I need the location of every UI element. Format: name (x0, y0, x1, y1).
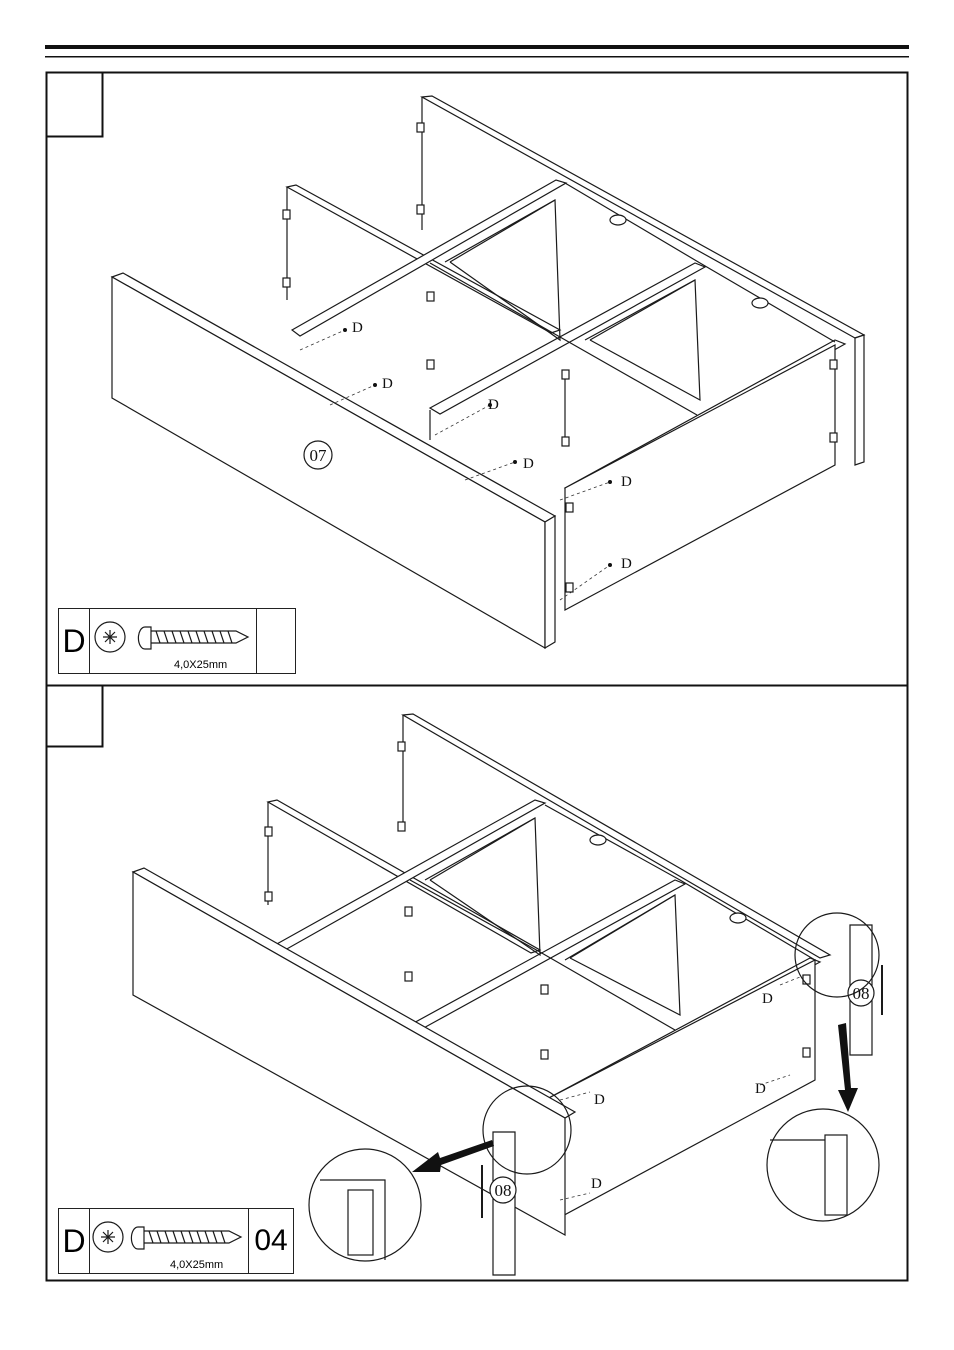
hardware-letter: D (59, 1209, 90, 1273)
svg-text:D: D (488, 397, 499, 413)
svg-text:D: D (621, 474, 632, 490)
hardware-letter: D (59, 609, 90, 673)
screw-callouts-step-1: D D D D D D (352, 320, 632, 572)
screw-callouts-step-2: D D D D (591, 991, 773, 1192)
svg-text:D: D (755, 1081, 766, 1097)
step-2-drawing (131, 713, 883, 1276)
svg-text:D: D (352, 320, 363, 336)
svg-text:D: D (621, 556, 632, 572)
step-2-panel (45, 684, 909, 1282)
step-1-drawing (110, 95, 866, 650)
hardware-quantity (257, 609, 295, 673)
svg-text:D: D (591, 1176, 602, 1192)
hardware-box-step-2: D 4,0X25mm 04 (58, 1208, 294, 1274)
phillips-screw-icon: 4,0X25mm (90, 1209, 249, 1273)
phillips-screw-icon: 4,0X25mm (90, 609, 257, 673)
hardware-box-step-1: D 4,0X25mm (58, 608, 296, 674)
part-08-label-right: 08 (853, 984, 870, 1003)
svg-text:D: D (382, 376, 393, 392)
screw-size: 4,0X25mm (170, 1259, 224, 1271)
header-rule-thick (45, 45, 909, 49)
svg-text:D: D (762, 991, 773, 1007)
step-1-number-box (45, 71, 104, 138)
part-07-label: 07 (310, 446, 328, 465)
svg-text:D: D (594, 1092, 605, 1108)
svg-text:D: D (523, 456, 534, 472)
header-rule-thin (45, 56, 909, 58)
screw-size: 4,0X25mm (174, 659, 228, 671)
hardware-quantity: 04 (254, 1224, 288, 1257)
step-2-number-box (45, 684, 104, 748)
part-08-label-left: 08 (495, 1181, 512, 1200)
